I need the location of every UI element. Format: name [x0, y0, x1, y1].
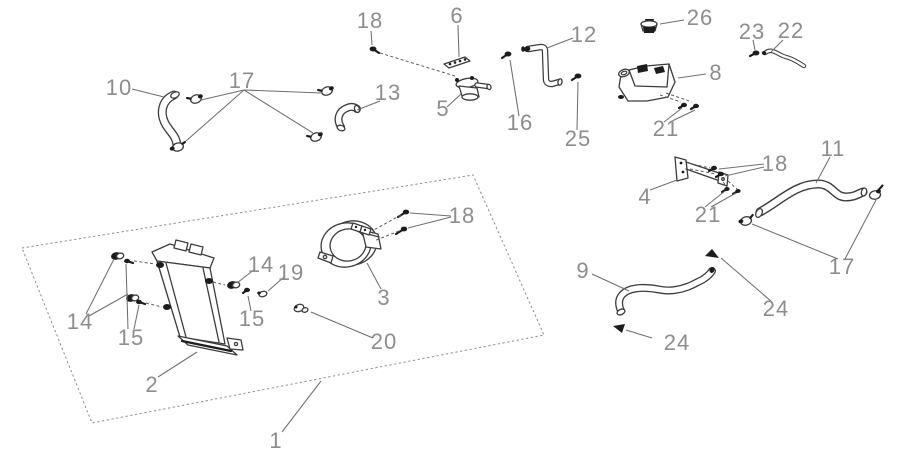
assembly-boundary-dashed-frame: [21, 174, 545, 424]
callout-22: 22: [778, 18, 804, 43]
radiator-hose-upper: [755, 179, 868, 219]
callout-11: 11: [821, 136, 846, 161]
callout-6: 6: [450, 3, 463, 28]
elbow-hose: [334, 102, 361, 132]
thermostat-flange-bolt: [369, 46, 381, 55]
bracket-screw-lower: [731, 189, 741, 196]
explode-dashed-connectors: [133, 52, 738, 308]
callout-13: 13: [375, 80, 401, 105]
callout-10: 10: [106, 75, 132, 100]
thermostat-cover: [455, 76, 492, 101]
bracket-screw: [714, 171, 724, 179]
hose-clamp: [306, 132, 323, 142]
mount-bolt-left-upper: [124, 258, 135, 265]
callout-20: 20: [371, 329, 397, 354]
callout-3: 3: [377, 285, 390, 310]
callout-17-right: 17: [829, 254, 855, 279]
callout-15-left: 15: [118, 325, 144, 350]
callout-12: 12: [571, 22, 597, 47]
tank-cap: [640, 19, 658, 33]
callout-1: 1: [269, 428, 282, 453]
radiator-illustration: [151, 239, 244, 356]
callout-14-right: 14: [248, 252, 274, 277]
fan-screw-lower: [394, 226, 408, 236]
callout-23: 23: [739, 19, 765, 44]
water-pipe: [521, 43, 563, 88]
speed-nut-washer: [257, 290, 268, 298]
push-clip: [293, 303, 309, 313]
callout-14-left: 14: [67, 309, 93, 334]
rubber-mount-left-upper: [111, 252, 125, 260]
callout-24-upper: 24: [763, 296, 789, 321]
callout-5: 5: [436, 96, 449, 121]
tank-screw: [677, 102, 687, 110]
bracket-screw-lower: [720, 187, 730, 194]
callout-4: 4: [638, 184, 651, 209]
mount-bolt-left-lower: [136, 299, 147, 306]
flange-bolt-16: [500, 51, 512, 60]
hose-marker-arrow-upper: [705, 249, 719, 258]
rubber-mount-right: [227, 281, 241, 289]
callout-16: 16: [507, 110, 533, 135]
hose-clamp: [186, 94, 203, 104]
breather-bolt: [748, 50, 760, 58]
outlet-plate: [443, 56, 471, 69]
callout-21-tank: 21: [653, 116, 679, 141]
callout-26: 26: [687, 5, 713, 30]
hose-marker-arrow-lower: [613, 324, 625, 333]
breather-hose: [761, 48, 807, 69]
expansion-tank: [618, 63, 676, 102]
callout-2: 2: [145, 372, 158, 397]
callout-19: 19: [278, 260, 304, 285]
rubber-mount-left-lower: [126, 294, 140, 302]
flange-bolt-25: [570, 73, 582, 82]
callout-8: 8: [709, 60, 722, 85]
bracket-screw: [707, 165, 717, 173]
callout-18-fan: 18: [449, 203, 475, 228]
callout-15-right: 15: [239, 306, 265, 331]
callout-24-lower: 24: [664, 330, 690, 355]
hose-clamp: [738, 213, 754, 226]
callout-21-bracket: 21: [695, 202, 721, 227]
callout-labels: 18 6 12 26 23 22 10 17 13 5 16 25 8 21 4…: [67, 3, 855, 453]
mount-bolt-right: [241, 287, 250, 295]
leader-lines: [85, 19, 877, 433]
callout-9: 9: [576, 258, 589, 283]
callout-17-left: 17: [229, 68, 255, 93]
overflow-hose: [615, 267, 716, 316]
hose-clamp: [868, 184, 884, 200]
callout-18-bracket: 18: [762, 151, 788, 176]
hose-clamp: [169, 140, 187, 152]
callout-18-thermostat: 18: [357, 8, 383, 33]
fan-shroud-illustration: [317, 220, 382, 268]
radiator-hose-left: [157, 90, 182, 150]
tank-screw: [689, 103, 699, 111]
hose-clamp: [317, 86, 334, 96]
callout-25: 25: [565, 126, 591, 151]
